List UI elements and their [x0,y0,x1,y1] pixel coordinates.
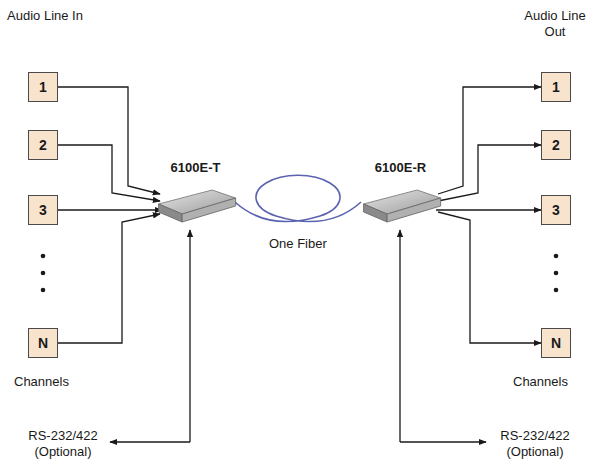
channels-label: Channels [513,374,593,390]
channel-box: 2 [541,130,571,160]
serial-line [110,441,190,442]
channel-number: 3 [39,202,47,218]
fiber-unit: 6100E-R [355,160,446,232]
channel-box: 3 [28,195,58,225]
serial-line [189,230,190,442]
channel-number: 1 [39,79,47,95]
column-heading: Audio Line Out [515,8,595,40]
audio-line [438,212,541,343]
column-heading: Audio Line In [6,8,84,24]
channel-number: 2 [552,137,560,153]
channel-box: 3 [541,195,571,225]
unit-label: 6100E-T [150,160,241,175]
channel-box: 1 [541,72,571,102]
channel-box: 1 [28,72,58,102]
serial-line [400,441,486,442]
channel-box: 2 [28,130,58,160]
channel-number: N [38,335,48,351]
channel-box: N [541,328,571,358]
channel-number: 3 [552,202,560,218]
fiber-link [235,175,361,221]
channel-box: N [28,328,58,358]
link-label: One Fiber [267,236,329,251]
unit-label: 6100E-R [355,160,446,175]
continuation-dots [41,254,559,293]
fiber-unit: 6100E-T [150,160,241,232]
audio-line [436,209,541,210]
channel-number: 2 [39,137,47,153]
audio-line [438,87,541,194]
serial-label: RS-232/422 (Optional) [490,428,580,460]
serial-line [399,230,400,442]
audio-line [438,145,541,201]
audio-line [58,87,160,194]
audio-line [58,214,160,343]
channel-number: 1 [552,79,560,95]
serial-label: RS-232/422 (Optional) [18,428,108,460]
audio-line [58,209,162,210]
channels-label: Channels [14,374,94,390]
audio-line [58,145,160,201]
channel-number: N [551,335,561,351]
